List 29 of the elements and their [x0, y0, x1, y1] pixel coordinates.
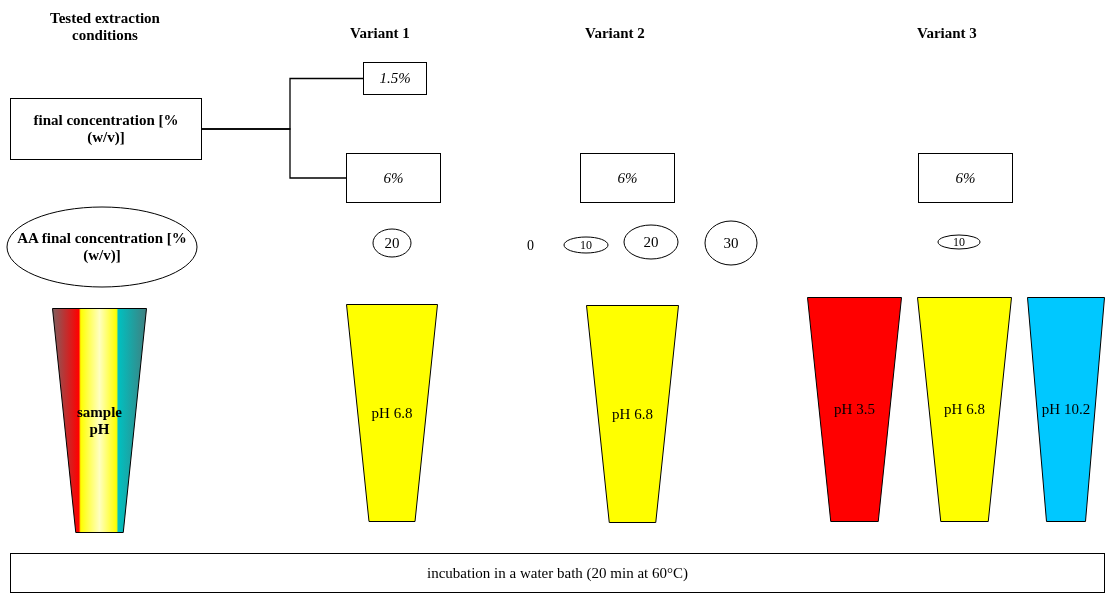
- node-text: 6%: [955, 169, 976, 187]
- node-text: pH 6.8: [371, 404, 413, 422]
- node-text: 10: [580, 236, 592, 254]
- node-text: final concentration [% (w/v)]: [32, 112, 180, 146]
- node-text: 6%: [383, 169, 404, 187]
- value-box: [580, 153, 675, 203]
- node-text: 10: [953, 233, 965, 251]
- value-label: 0: [527, 237, 534, 255]
- node-text: 20: [643, 233, 659, 251]
- bracket-line: [201, 128, 347, 179]
- variant-heading: Variant 1: [350, 24, 410, 43]
- node-text: pH 6.8: [944, 401, 985, 418]
- value-box: [346, 153, 441, 203]
- node-text: 1.5%: [379, 70, 411, 87]
- node-text: incubation in a water bath (20 min at 60°C): [427, 564, 688, 582]
- node-text: pH 3.5: [834, 401, 875, 418]
- process-box: [10, 553, 1105, 593]
- node-text: 20: [384, 234, 400, 252]
- node-text: AA final concentration [% (w/v)]: [16, 230, 188, 264]
- node-text: 6%: [617, 169, 638, 187]
- variant-heading: Variant 2: [585, 24, 645, 43]
- value-box: [363, 62, 427, 95]
- node-text: pH 10.2: [1041, 401, 1091, 418]
- node-text: pH 6.8: [612, 405, 653, 423]
- node-text: 30: [723, 234, 739, 252]
- variant-heading: Variant 3: [917, 24, 977, 43]
- column-heading: Tested extraction conditions: [49, 10, 161, 44]
- value-box: [918, 153, 1013, 203]
- condition-box: [10, 98, 202, 160]
